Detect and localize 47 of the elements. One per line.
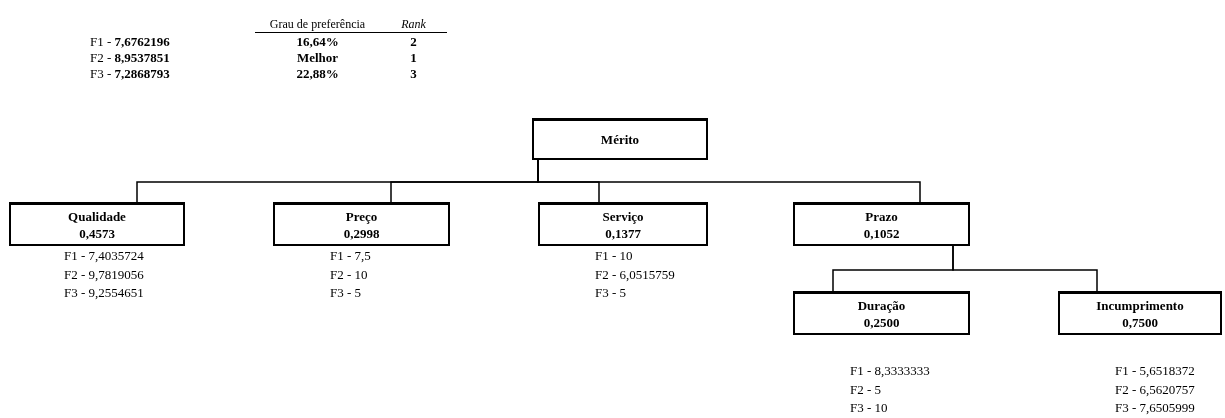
- connector-line: [952, 245, 1098, 292]
- criterion-name: Serviço: [602, 207, 644, 225]
- option-score: F3 - 7,2868793: [89, 66, 171, 82]
- score-text: F3 - 5: [330, 284, 363, 302]
- criterion-box: [538, 202, 708, 246]
- score-text: F3 - 10: [850, 399, 889, 417]
- criterion-weight: 0,1377: [605, 224, 641, 242]
- criterion-weight: 0,7500: [1122, 313, 1158, 331]
- criterion-name: Incumprimento: [1096, 296, 1184, 314]
- criterion-name: Prazo: [865, 207, 898, 225]
- criterion-weight: 0,2998: [343, 224, 380, 242]
- preference-value: 16,64%: [295, 34, 340, 50]
- criterion-box: [793, 202, 970, 246]
- rank-value: 1: [409, 50, 418, 66]
- column-header: Rank: [400, 16, 427, 32]
- criterion-weight: 0,4573: [79, 224, 115, 242]
- score-text: F2 - 9,7819056: [64, 265, 144, 284]
- score-text: F1 - 10: [595, 247, 634, 265]
- score-text: F1 - 8,3333333: [850, 362, 930, 380]
- preference-value: 22,88%: [295, 66, 340, 82]
- score-text: F1 - 7,4035724: [64, 247, 144, 265]
- criterion-box: [532, 118, 708, 160]
- criterion-name: Duração: [857, 296, 906, 314]
- rank-value: 3: [409, 66, 418, 82]
- score-text: F2 - 6,0515759: [595, 265, 675, 284]
- rank-value: 2: [409, 34, 418, 50]
- criterion-weight: 0,2500: [863, 313, 900, 331]
- score-text: F1 - 7,5: [330, 247, 371, 265]
- option-score: F1 - 7,6762196: [89, 34, 171, 50]
- criterion-box: [273, 202, 450, 246]
- score-text: F2 - 10: [330, 265, 369, 284]
- criterion-name: Qualidade: [68, 207, 126, 225]
- preference-value: Melhor: [295, 50, 340, 66]
- score-text: F3 - 7,6505999: [1115, 399, 1195, 417]
- criterion-weight: 0,1052: [863, 224, 900, 242]
- criterion-box: [1058, 291, 1222, 335]
- score-text: F3 - 5: [595, 284, 628, 302]
- column-header: Grau de preferência: [268, 16, 367, 32]
- criterion-box: [793, 291, 970, 335]
- criterion-box: [9, 202, 185, 246]
- criterion-name: Mérito: [600, 131, 640, 148]
- criterion-name: Preço: [345, 207, 378, 225]
- score-text: F3 - 9,2554651: [64, 284, 144, 302]
- score-text: F2 - 6,5620757: [1115, 380, 1195, 399]
- score-text: F2 - 5: [850, 380, 883, 399]
- score-text: F1 - 5,6518372: [1115, 362, 1195, 380]
- option-score: F2 - 8,9537851: [89, 50, 171, 66]
